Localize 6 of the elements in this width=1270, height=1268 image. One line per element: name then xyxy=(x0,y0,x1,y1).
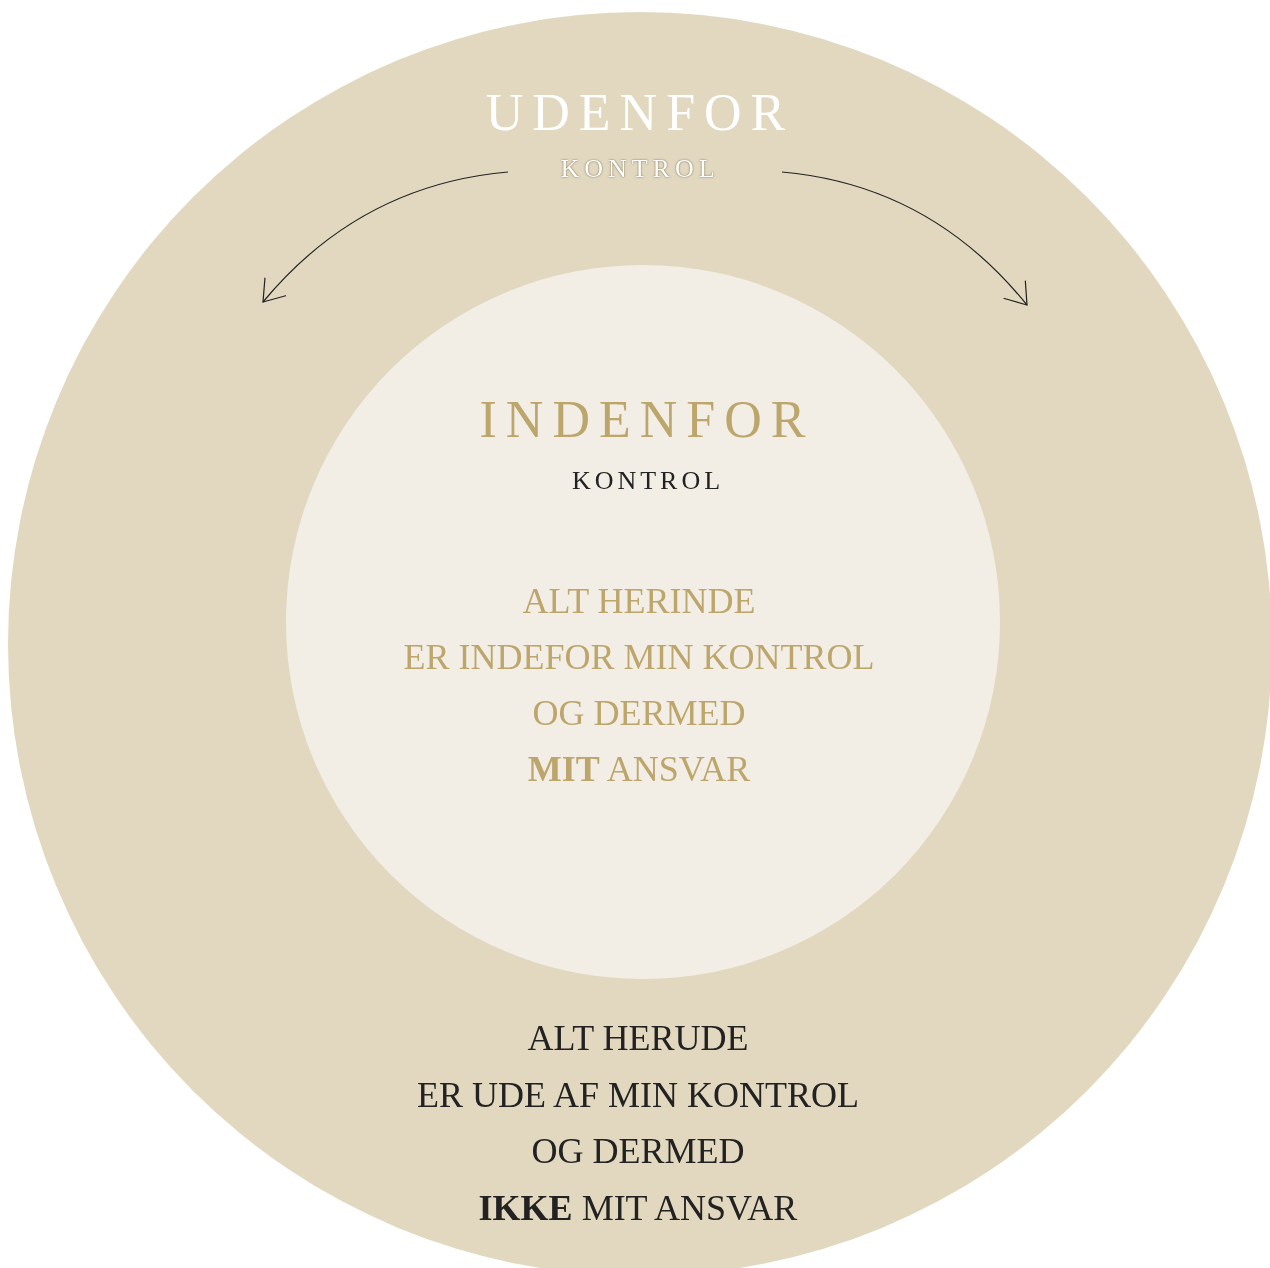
circle-subheading: KONTROL xyxy=(560,155,720,184)
circle-heading: UDENFOR xyxy=(485,84,795,142)
circle-heading: INDENFOR xyxy=(479,391,815,449)
circle-subheading: KONTROL xyxy=(571,467,725,496)
circle-statement: ALT HERINDE ER INDEFOR MIN KONTROL OG DERMED MIT ANSVAR xyxy=(403,580,875,791)
circle-statement: ALT HERUDE ER UDE AF MIN KONTROL OG DERMED IKKE MIT ANSVAR xyxy=(417,1017,859,1230)
